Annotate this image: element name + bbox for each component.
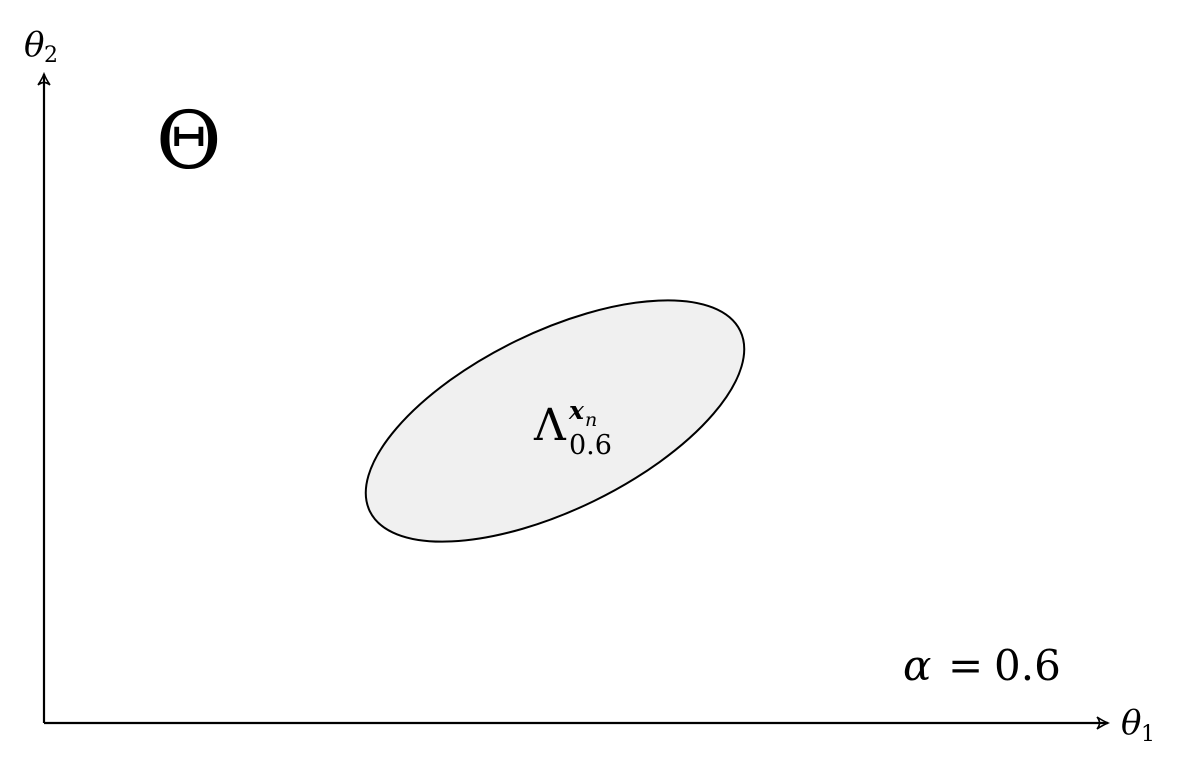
region-label: Λ x n 0.6 [533,396,612,461]
svg-text:1: 1 [1141,722,1155,747]
alpha-annotation: α = 0.6 [903,641,1061,690]
x-axis-label: θ 1 [1121,703,1155,747]
svg-text:2: 2 [44,43,58,68]
svg-text:θ: θ [24,25,44,65]
svg-text:0.6: 0.6 [994,641,1061,690]
svg-text:n: n [585,409,597,431]
svg-text:θ: θ [1121,703,1141,743]
parameter-space-label: Θ [156,94,222,187]
svg-text:x: x [568,396,585,425]
y-axis-label: θ 2 [24,25,58,68]
credible-region-ellipse [364,299,746,543]
svg-text:0.6: 0.6 [569,430,612,461]
svg-text:=: = [948,641,983,690]
svg-text:Λ: Λ [533,400,567,451]
svg-text:α: α [903,641,931,690]
